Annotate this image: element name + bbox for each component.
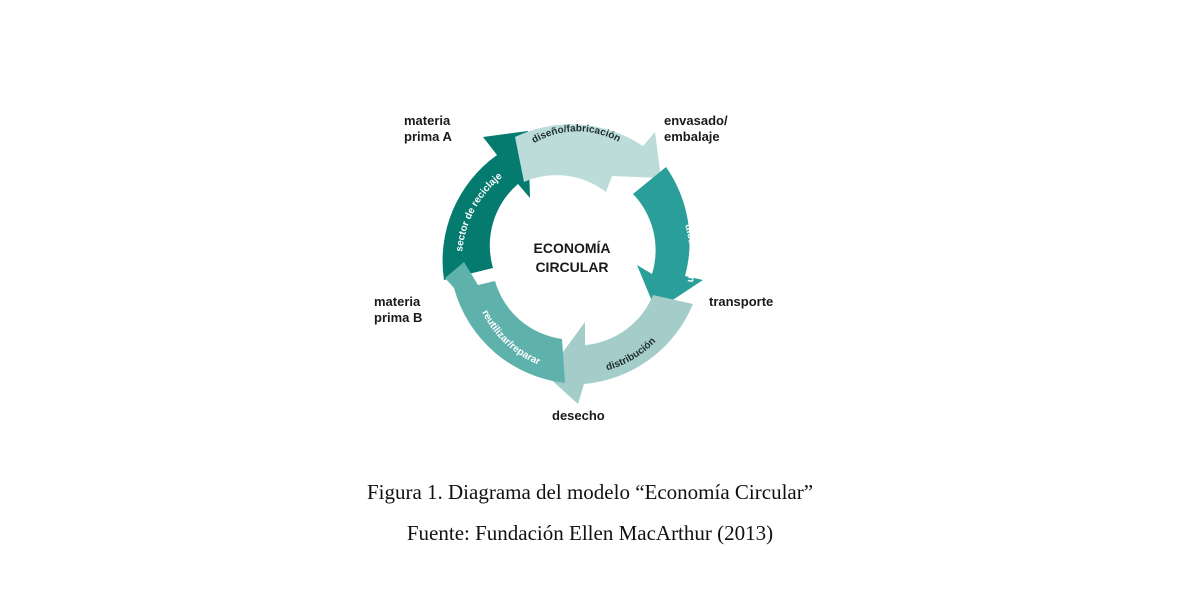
node-desecho: desecho <box>552 408 605 423</box>
segment-design-arrow <box>515 124 661 192</box>
node-envasado-embalaje: envasado/ embalaje <box>664 113 731 144</box>
segment-recycling-arrow <box>442 131 530 280</box>
node-transporte: transporte <box>709 294 773 309</box>
center-title-line1: ECONOMÍA <box>534 240 611 256</box>
figure-source: Fuente: Fundación Ellen MacArthur (2013) <box>406 521 774 545</box>
center-title-line2: CIRCULAR <box>535 259 608 275</box>
circular-economy-diagram: diseño/fabricación distribución distribu… <box>374 113 773 423</box>
segment-reuse-arrow <box>445 262 565 383</box>
segment-distribution2-arrow <box>546 295 693 404</box>
segment-distribution1-arrow <box>633 167 703 311</box>
node-materia-prima-b: materia prima B <box>374 294 424 325</box>
node-materia-prima-a: materia prima A <box>404 113 454 144</box>
figure-caption: Figura 1. Diagrama del modelo “Economía … <box>366 480 814 504</box>
